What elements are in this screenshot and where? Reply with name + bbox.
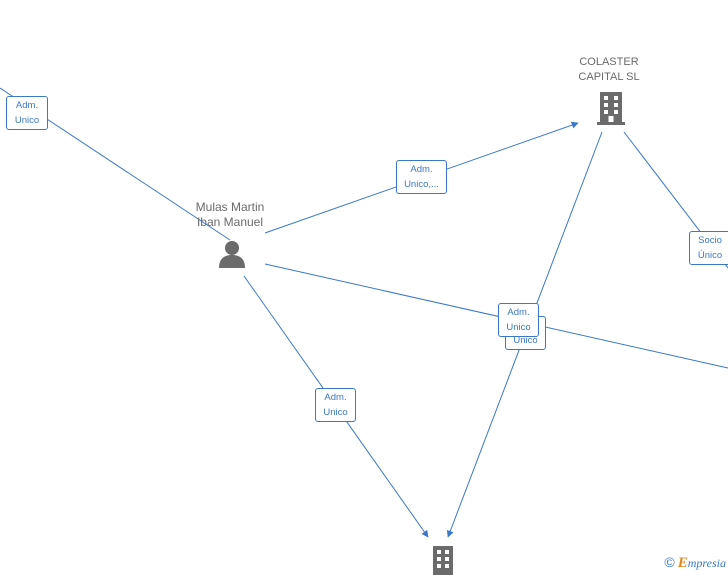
edge-label-e4[interactable]: Adm. Unico	[498, 303, 539, 337]
person-icon[interactable]	[219, 241, 245, 268]
copyright-icon: ©	[664, 554, 675, 570]
building-icon[interactable]	[433, 546, 453, 575]
edge-e4	[264, 263, 728, 369]
brand-initial: E	[677, 555, 688, 571]
brand-watermark: ©Empresia	[664, 554, 726, 572]
node-label-colaster[interactable]: COLASTER CAPITAL SL	[578, 56, 640, 83]
edge-label-e2[interactable]: Adm. Unico,...	[396, 160, 447, 194]
node-label-person[interactable]: Mulas Martin Iban Manuel	[195, 200, 265, 229]
edge-label-e3[interactable]: Socio Único	[689, 231, 728, 265]
building-icon[interactable]	[597, 92, 625, 125]
edges	[0, 87, 728, 538]
edge-label-e1[interactable]: Adm. Unico	[6, 96, 48, 130]
brand-name: mpresia	[687, 556, 726, 570]
edge-label-e5[interactable]: Adm. Unico	[315, 388, 356, 422]
